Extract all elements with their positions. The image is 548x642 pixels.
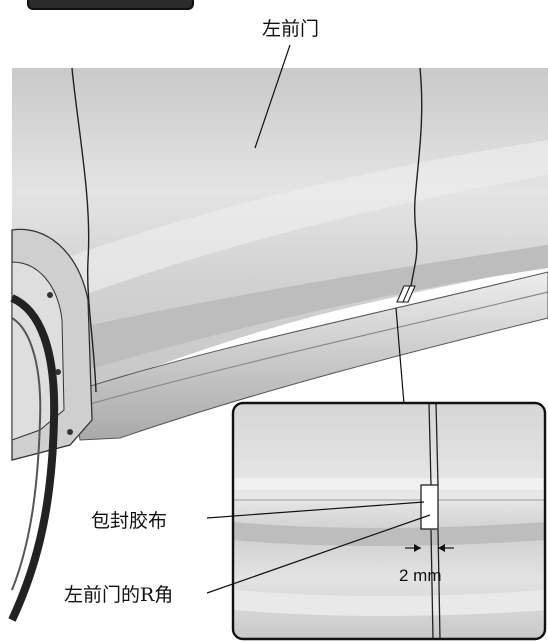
tape-on-car [396,285,416,303]
clip-1 [47,292,53,298]
r-corner-leader [206,514,431,594]
tire-inner [11,317,42,591]
rocker-shadow [70,245,548,372]
tire [8,294,59,622]
inset-leader-line [395,307,405,405]
label-sealing-tape: 包封胶布 [91,510,168,532]
inset-tape [420,484,439,530]
label-door-r-corner: 左前门的R角 [64,584,174,606]
rear-door-seam [407,67,423,301]
detail-inset [231,401,547,641]
front-door-seam [71,67,97,393]
inset-door-seam [428,403,432,486]
header-tab [27,0,194,10]
clip-2 [55,369,61,375]
sill-edge-line [89,291,548,405]
label-gap-dimension: 2 mm [399,566,442,585]
sealing-tape-leader [206,501,425,519]
label-left-front-door: 左前门 [262,18,320,40]
door-leader-line [254,44,291,149]
body-highlight [60,140,548,300]
side-sill [71,271,548,441]
clip-3 [67,429,73,435]
